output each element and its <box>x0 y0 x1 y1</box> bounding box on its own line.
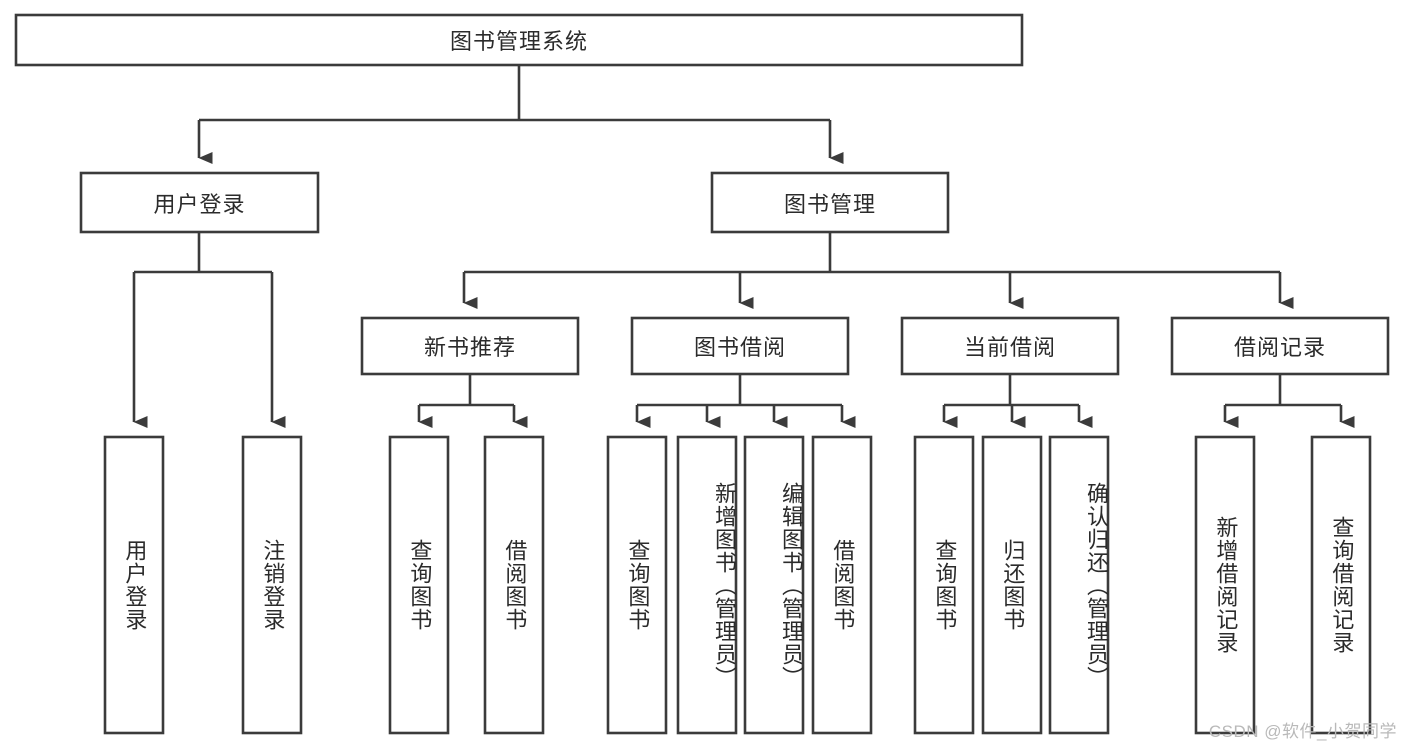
node-box-leaf-confirm-return[interactable] <box>1048 435 1110 735</box>
node-box-current-borrow[interactable] <box>900 316 1120 376</box>
node-box-leaf-add-record[interactable] <box>1194 435 1256 735</box>
node-box-leaf-return-book[interactable] <box>981 435 1043 735</box>
node-box-leaf-query-book-3[interactable] <box>913 435 975 735</box>
node-box-new-book-recommend[interactable] <box>360 316 580 376</box>
node-box-user-login[interactable] <box>79 171 320 234</box>
node-box-book-borrow[interactable] <box>630 316 850 376</box>
node-box-leaf-add-book[interactable] <box>676 435 738 735</box>
node-box-leaf-logout-login[interactable] <box>241 435 303 735</box>
node-box-leaf-query-record[interactable] <box>1310 435 1372 735</box>
node-box-borrow-record[interactable] <box>1170 316 1390 376</box>
node-box-leaf-query-book-1[interactable] <box>388 435 450 735</box>
node-box-leaf-user-login[interactable] <box>103 435 165 735</box>
node-box-leaf-edit-book[interactable] <box>743 435 805 735</box>
node-box-book-management[interactable] <box>710 171 950 234</box>
node-box-leaf-query-book-2[interactable] <box>606 435 668 735</box>
node-box-root[interactable] <box>14 13 1024 67</box>
node-box-leaf-borrow-book-2[interactable] <box>811 435 873 735</box>
node-box-leaf-borrow-book-1[interactable] <box>483 435 545 735</box>
